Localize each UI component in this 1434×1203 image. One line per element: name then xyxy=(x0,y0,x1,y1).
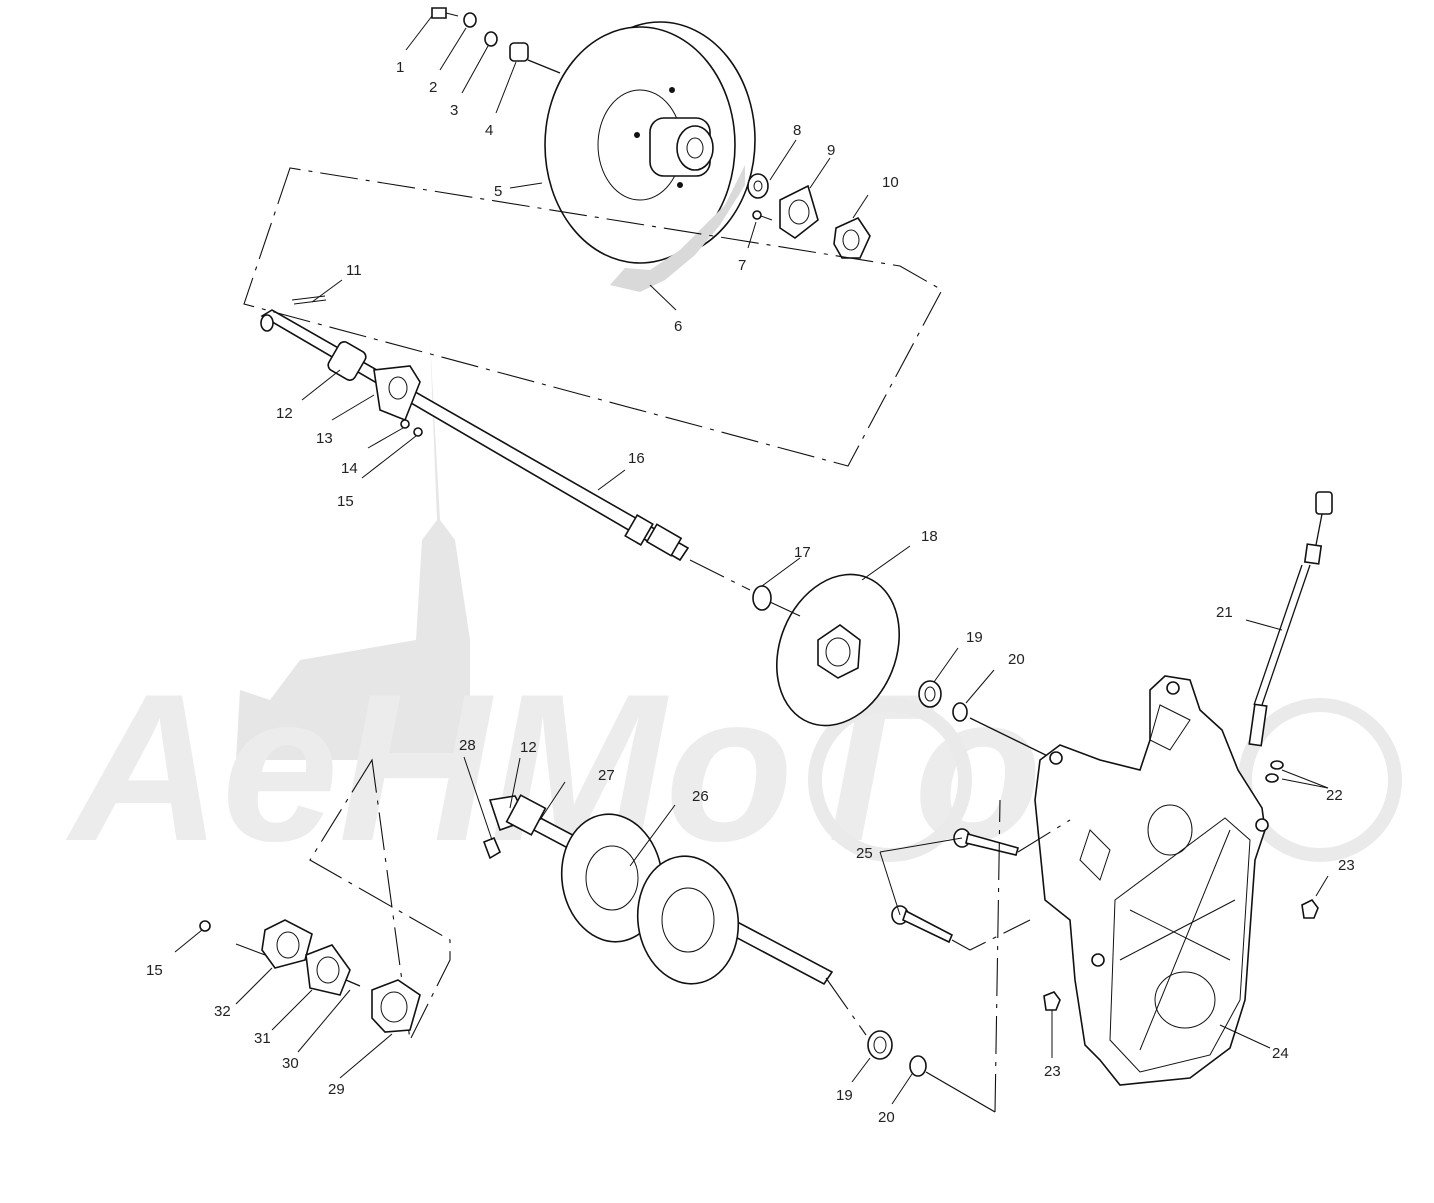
flange-29 xyxy=(371,979,421,1033)
bolt-25a xyxy=(965,833,1019,856)
o-ring-20-top xyxy=(952,702,968,722)
washer-3 xyxy=(484,31,498,47)
callout-26: 26 xyxy=(692,788,709,805)
callout-32: 32 xyxy=(214,1003,231,1020)
bearing-flange-9 xyxy=(779,184,819,239)
speedometer-drive xyxy=(1248,491,1333,783)
callout-8: 8 xyxy=(793,122,801,139)
callout-30: 30 xyxy=(282,1055,299,1072)
callout-31: 31 xyxy=(254,1030,271,1047)
callout-1: 1 xyxy=(396,59,404,76)
flange-32 xyxy=(261,919,313,969)
callout-21: 21 xyxy=(1216,604,1233,621)
callout-5: 5 xyxy=(494,183,502,200)
callout-23-bottom: 23 xyxy=(1044,1063,1061,1080)
chaincase-24 xyxy=(1034,675,1269,1086)
bolt-25b xyxy=(902,909,954,944)
washer-8 xyxy=(747,173,769,199)
callout-14: 14 xyxy=(341,460,358,477)
nut-15b xyxy=(199,920,211,932)
speedo-cap xyxy=(1315,491,1333,515)
callout-3: 3 xyxy=(450,102,458,119)
nut-23b xyxy=(1043,991,1061,1011)
o-ring-22a xyxy=(1270,760,1284,770)
callout-15-bottom: 15 xyxy=(146,962,163,979)
callout-7: 7 xyxy=(738,257,746,274)
leader-lines xyxy=(174,15,1329,1105)
decal-11 xyxy=(291,295,327,305)
callout-23-right: 23 xyxy=(1338,857,1355,874)
callout-4: 4 xyxy=(485,122,493,139)
pin-30 xyxy=(345,979,361,987)
snap-ring-17 xyxy=(752,585,772,611)
callout-12-top: 12 xyxy=(276,405,293,422)
callout-20-top: 20 xyxy=(1008,651,1025,668)
callout-25: 25 xyxy=(856,845,873,862)
shaft-collar-27 xyxy=(505,794,547,836)
callout-22: 22 xyxy=(1326,787,1343,804)
speedo-cable-21 xyxy=(1248,703,1268,747)
washer-2 xyxy=(463,12,477,28)
drive-sprocket-26b xyxy=(636,855,740,985)
chaincase-housing xyxy=(1034,675,1266,1086)
drive-pulley-front xyxy=(544,26,736,264)
callout-18: 18 xyxy=(921,528,938,545)
o-ring-22b xyxy=(1265,773,1279,783)
callout-labels: 1 2 3 4 5 6 7 8 9 10 11 12 13 14 15 16 1… xyxy=(146,59,1355,1126)
callout-13: 13 xyxy=(316,430,333,447)
callout-11: 11 xyxy=(346,262,362,279)
lower-seals xyxy=(825,799,1001,1113)
callout-16: 16 xyxy=(628,450,645,467)
driveshaft-assembly xyxy=(243,167,943,562)
callout-9: 9 xyxy=(827,142,835,159)
callout-20-bottom: 20 xyxy=(878,1109,895,1126)
bolt-28 xyxy=(482,836,502,860)
o-ring-20-bottom xyxy=(909,1055,927,1077)
callout-27: 27 xyxy=(598,767,615,784)
track-driveshaft xyxy=(309,758,834,1042)
seal-19-top xyxy=(918,680,942,708)
callout-15-top: 15 xyxy=(337,493,354,510)
jackshaft-16 xyxy=(260,309,690,562)
nut-23a xyxy=(1301,898,1319,919)
bearing-12 xyxy=(327,341,367,381)
callout-28: 28 xyxy=(459,737,476,754)
callout-6: 6 xyxy=(674,318,682,335)
gasket-10 xyxy=(833,216,871,259)
gasket-31 xyxy=(305,944,351,996)
seal-19-bottom xyxy=(867,1030,893,1060)
callout-19-top: 19 xyxy=(966,629,983,646)
disc-hub xyxy=(817,624,861,679)
nut-15 xyxy=(413,427,423,437)
callout-19-bottom: 19 xyxy=(836,1087,853,1104)
spacer-4 xyxy=(509,42,529,62)
bolt-14 xyxy=(400,419,410,429)
callout-24: 24 xyxy=(1272,1045,1289,1062)
callout-29: 29 xyxy=(328,1081,345,1098)
drive-chain xyxy=(610,165,745,292)
chaincase-fasteners xyxy=(879,819,1319,1011)
bolt-1 xyxy=(431,7,447,19)
drive-sprocket-assembly xyxy=(431,7,871,292)
brake-disc-assembly xyxy=(689,559,1061,763)
bolt-7 xyxy=(752,210,762,220)
callout-12-bottom: 12 xyxy=(520,739,537,756)
callout-10: 10 xyxy=(882,174,899,191)
bearing-flange-set xyxy=(199,919,421,1033)
flange-13 xyxy=(373,365,421,422)
callout-2: 2 xyxy=(429,79,437,96)
callout-17: 17 xyxy=(794,544,811,561)
